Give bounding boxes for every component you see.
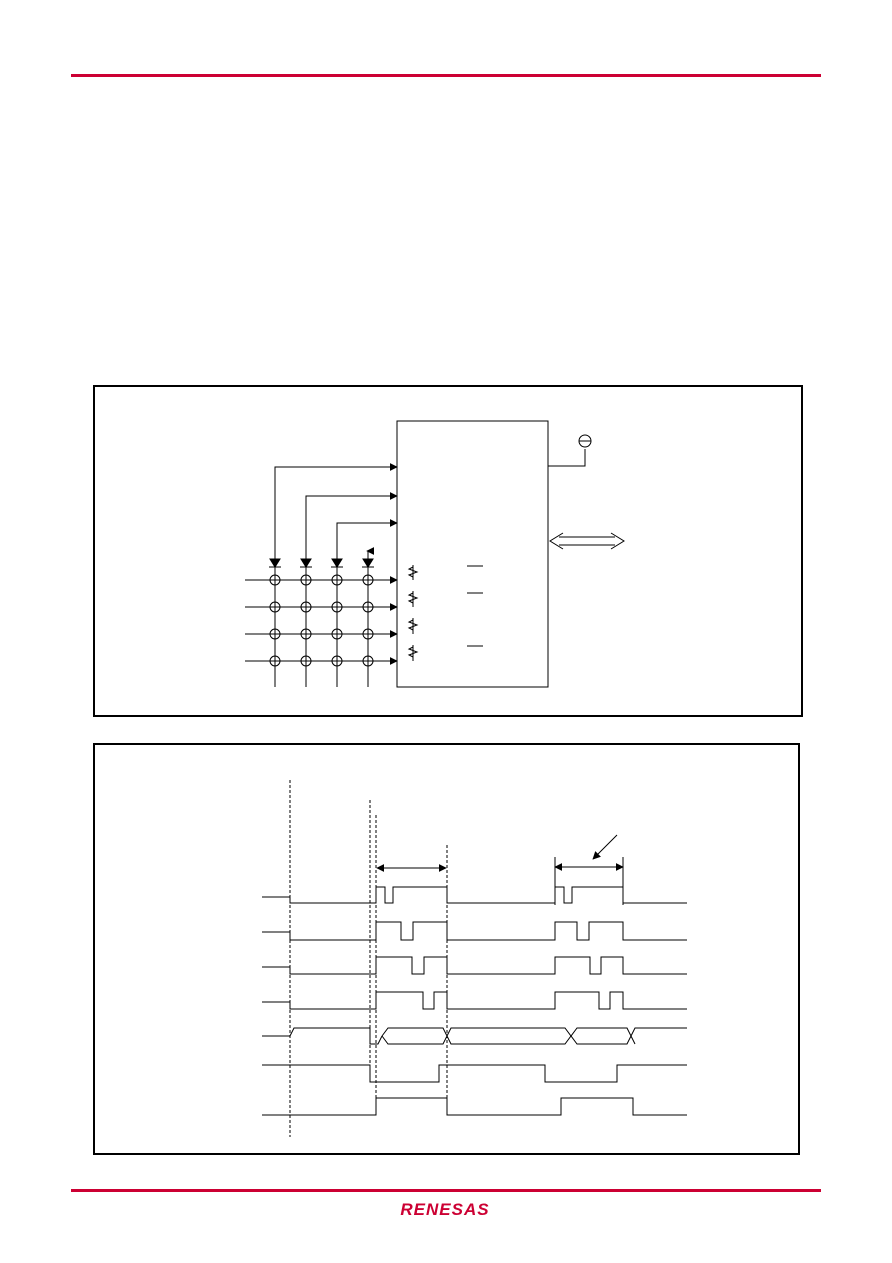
footer-rule [71,1189,821,1192]
scan-output-lines [274,463,398,687]
waveform-2 [262,921,687,941]
timing-chart-svg [262,780,687,1137]
diodes [269,558,374,568]
svg-text:RENESAS: RENESAS [400,1200,489,1219]
key-matrix-diagram [93,385,803,717]
signal-overbars [467,565,483,647]
waveform-5 [262,1027,687,1045]
data-bus-arrow [549,532,625,550]
key-switches [269,574,374,667]
header-rule [71,74,821,77]
waveform-7 [262,1097,687,1116]
vdd-line [548,449,586,467]
timing-chart [93,743,800,1155]
waveform-1 [262,886,687,904]
renesas-logo-mark: RENESAS [400,1200,489,1219]
waveform-4 [262,991,687,1010]
renesas-logo: RENESAS [380,1196,510,1222]
pointer-arrow [592,834,618,860]
waveform-6 [262,1064,687,1083]
waveform-3 [262,956,687,975]
key-rows [245,576,398,665]
pullup-resistors [407,565,419,661]
timing-reference-lines [289,780,448,1137]
key-matrix-svg [245,420,625,688]
mcu-block [396,420,549,688]
